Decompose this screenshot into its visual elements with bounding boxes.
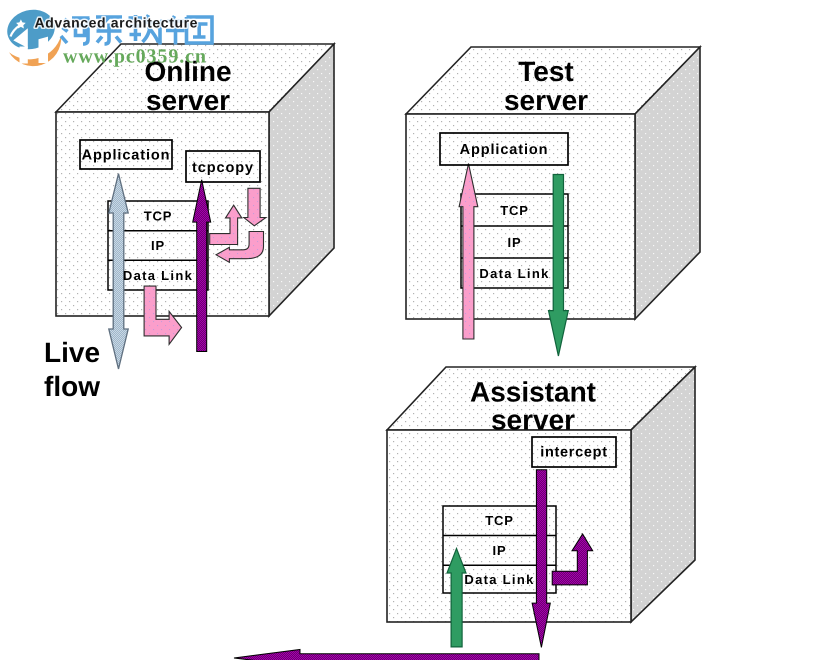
svg-text:Online: Online xyxy=(144,56,231,87)
svg-text:flow: flow xyxy=(44,371,100,402)
svg-text:tcpcopy: tcpcopy xyxy=(192,160,254,176)
svg-text:Advanced architecture: Advanced architecture xyxy=(35,15,199,31)
svg-text:Application: Application xyxy=(82,148,171,164)
svg-text:Live: Live xyxy=(44,337,100,368)
svg-text:server: server xyxy=(146,85,230,116)
svg-text:TCP: TCP xyxy=(485,513,513,528)
svg-text:Data Link: Data Link xyxy=(464,572,534,587)
svg-text:www.pc0359.cn: www.pc0359.cn xyxy=(63,46,207,68)
svg-text:IP: IP xyxy=(508,235,522,250)
svg-text:IP: IP xyxy=(151,238,165,253)
svg-text:TCP: TCP xyxy=(500,203,528,218)
svg-text:TCP: TCP xyxy=(144,209,172,224)
svg-text:Application: Application xyxy=(460,142,549,158)
svg-text:Advanced architecture: Advanced architecture xyxy=(35,15,199,31)
svg-text:Data Link: Data Link xyxy=(479,266,549,281)
svg-text:server: server xyxy=(504,85,588,116)
svg-text:server: server xyxy=(491,405,575,436)
svg-text:Test: Test xyxy=(518,56,574,87)
svg-text:Data Link: Data Link xyxy=(123,268,193,283)
svg-text:IP: IP xyxy=(493,543,507,558)
svg-text:intercept: intercept xyxy=(540,445,608,461)
svg-text:Assistant: Assistant xyxy=(470,377,596,408)
